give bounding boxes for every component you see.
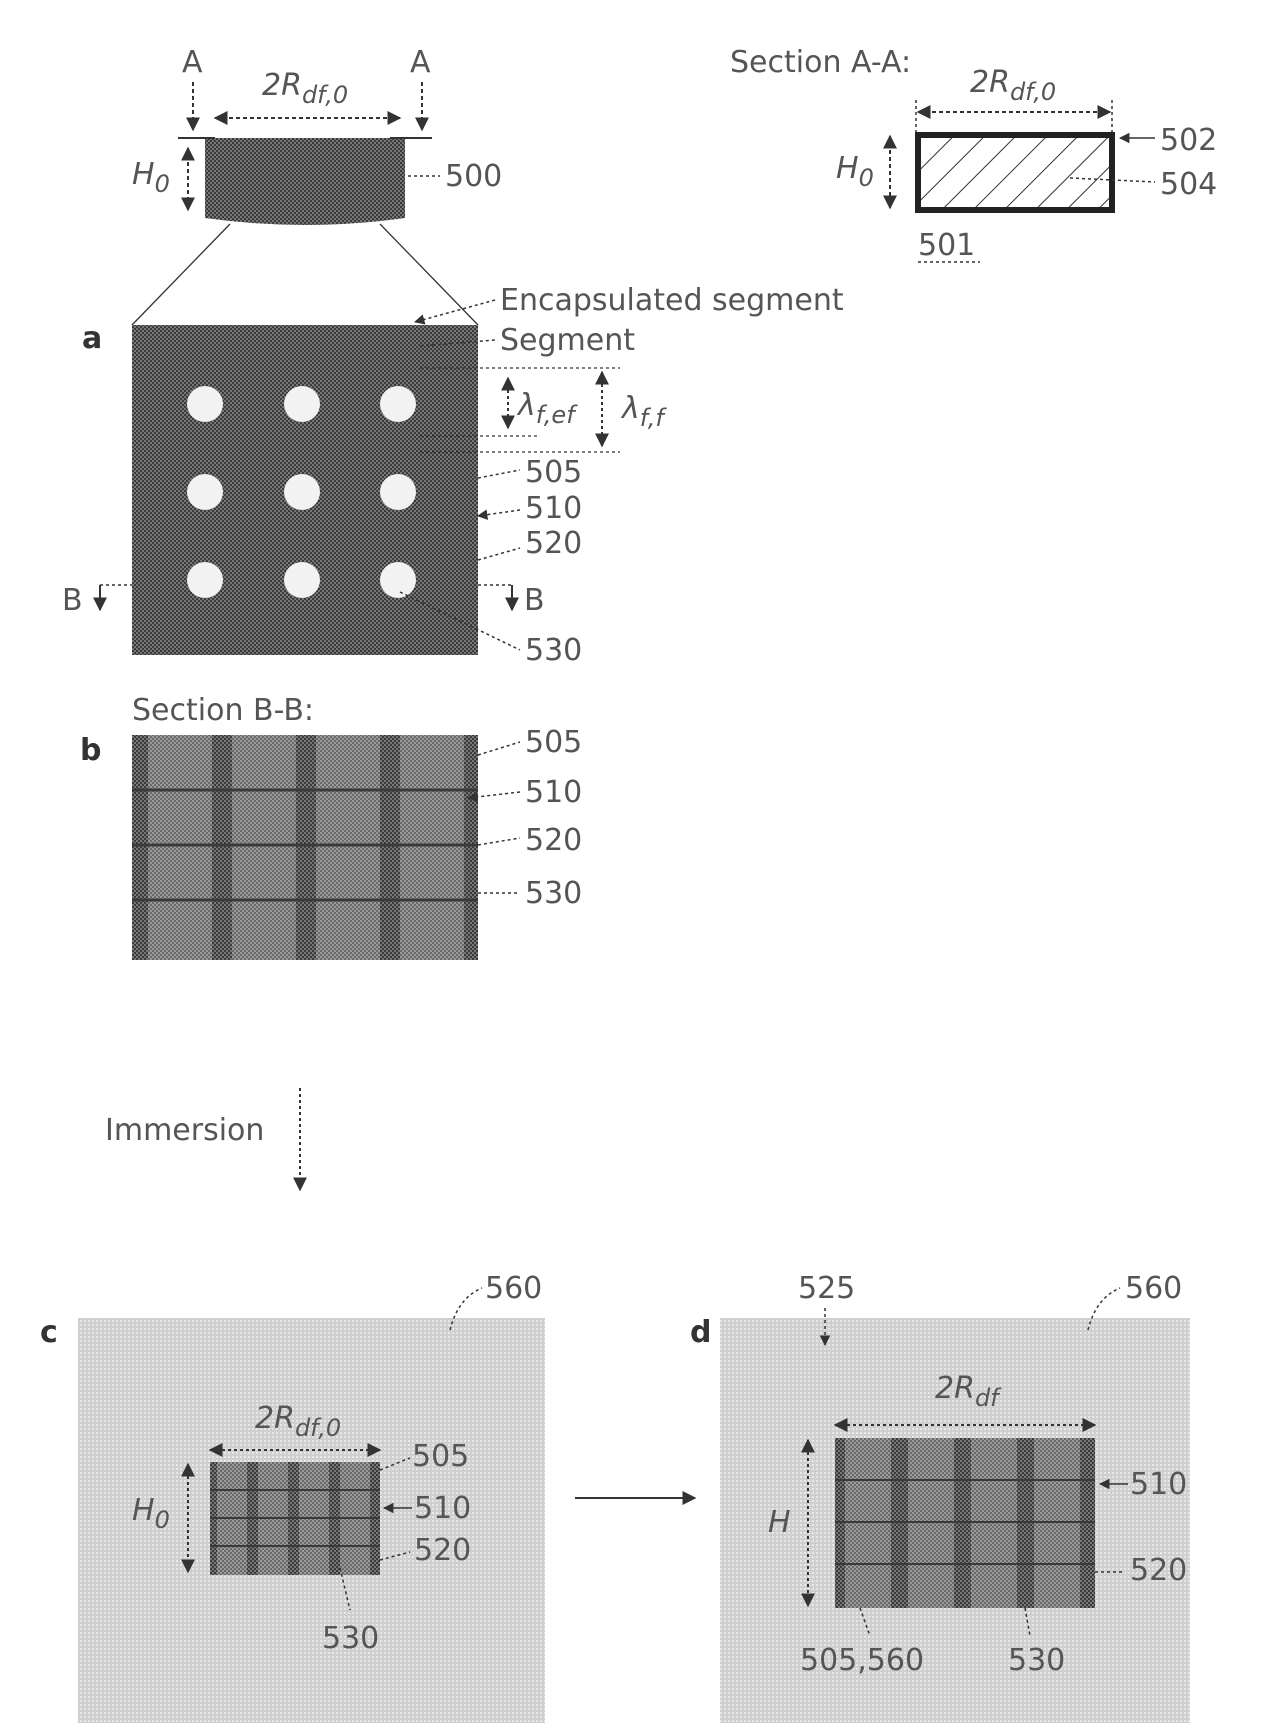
panel-b-label-530: 530: [525, 876, 582, 911]
panel-d-label-525: 525: [798, 1271, 855, 1306]
zoom-line-right: [380, 224, 478, 325]
panel-d-medium-560: 560: [1125, 1271, 1182, 1306]
panel-c-letter: c: [40, 1315, 58, 1350]
section-aa-width-label: 2Rdf,0: [970, 65, 1056, 106]
hole: [380, 386, 416, 422]
leader-a-505: [478, 470, 520, 478]
panel-c-label-520: 520: [414, 1533, 471, 1568]
leader-a-510: [478, 510, 520, 516]
panel-d-label-505-560: 505,560: [800, 1643, 924, 1678]
panel-b-title: Section B-B:: [132, 693, 314, 728]
panel-b-group: Section B-B: b 505 510 520 530: [80, 693, 582, 960]
zoom-line-left: [132, 224, 230, 325]
panel-d-letter: d: [690, 1315, 711, 1350]
column: [400, 735, 464, 960]
panel-c-label-510: 510: [414, 1491, 471, 1526]
panel-a-letter: a: [82, 321, 102, 356]
panel-a-group: a Encapsulated segment Segment λf,ef λf,…: [62, 283, 844, 668]
section-a-right-label: A: [410, 45, 431, 80]
panel-d-label-510: 510: [1130, 1467, 1187, 1502]
panel-a-label-530: 530: [525, 633, 582, 668]
leader-a-520: [478, 548, 520, 560]
segment-label: Segment: [500, 323, 635, 358]
panel-d-label-520: 520: [1130, 1553, 1187, 1588]
panel-c-label-530: 530: [322, 1621, 379, 1656]
hole: [380, 562, 416, 598]
lambda-f-ef-label: λf,ef: [516, 388, 578, 429]
lambda-ff-label: λf,f: [620, 391, 667, 432]
hole: [284, 474, 320, 510]
hole: [187, 474, 223, 510]
panel-a-label-520: 520: [525, 526, 582, 561]
section-aa-height-label: H0: [836, 151, 874, 192]
panel-d-height-label: H: [768, 1505, 791, 1540]
panel-b-label-510: 510: [525, 775, 582, 810]
encapsulated-segment-label: Encapsulated segment: [500, 283, 844, 318]
leader-b-520: [478, 838, 520, 845]
section-b-left-label: B: [62, 583, 83, 618]
column: [148, 735, 212, 960]
ref-501-label: 501: [918, 228, 975, 263]
column: [316, 735, 380, 960]
panel-b-letter: b: [80, 733, 101, 768]
hole: [187, 386, 223, 422]
outer-502-label: 502: [1160, 123, 1217, 158]
top-height-label: H0: [132, 157, 170, 198]
panel-b-label-505: 505: [525, 725, 582, 760]
immersion-group: Immersion: [105, 1088, 300, 1190]
column: [232, 735, 296, 960]
section-aa-group: Section A-A: 2Rdf,0 H0 502 504 501: [730, 45, 1217, 263]
part-500-label: 500: [445, 159, 502, 194]
section-a-left-label: A: [182, 45, 203, 80]
section-b-right-label: B: [524, 583, 545, 618]
section-aa-title: Section A-A:: [730, 45, 911, 80]
hole: [380, 474, 416, 510]
immersion-label: Immersion: [105, 1113, 264, 1148]
panel-b-label-520: 520: [525, 823, 582, 858]
panel-a-label-510: 510: [525, 491, 582, 526]
leader-encapsulated-segment: [415, 300, 495, 322]
panel-d-label-530: 530: [1008, 1643, 1065, 1678]
top-disc-group: A A 2Rdf,0 H0 500: [132, 45, 502, 325]
inner-504-label: 504: [1160, 167, 1217, 202]
panel-c-group: c 560 2Rdf,0 H0 505 510 520 530: [40, 1271, 545, 1723]
panel-a-label-505: 505: [525, 455, 582, 490]
hole: [187, 562, 223, 598]
disc-500: [205, 138, 405, 225]
top-width-label: 2Rdf,0: [262, 68, 348, 109]
section-aa-rect: [918, 135, 1112, 210]
panel-c-medium-560: 560: [485, 1271, 542, 1306]
panel-c-label-505: 505: [412, 1439, 469, 1474]
hole: [284, 562, 320, 598]
leader-b-505: [478, 742, 520, 755]
hole: [284, 386, 320, 422]
panel-d-group: d 525 560 2Rdf H 510 520 505,560 530: [690, 1271, 1190, 1723]
